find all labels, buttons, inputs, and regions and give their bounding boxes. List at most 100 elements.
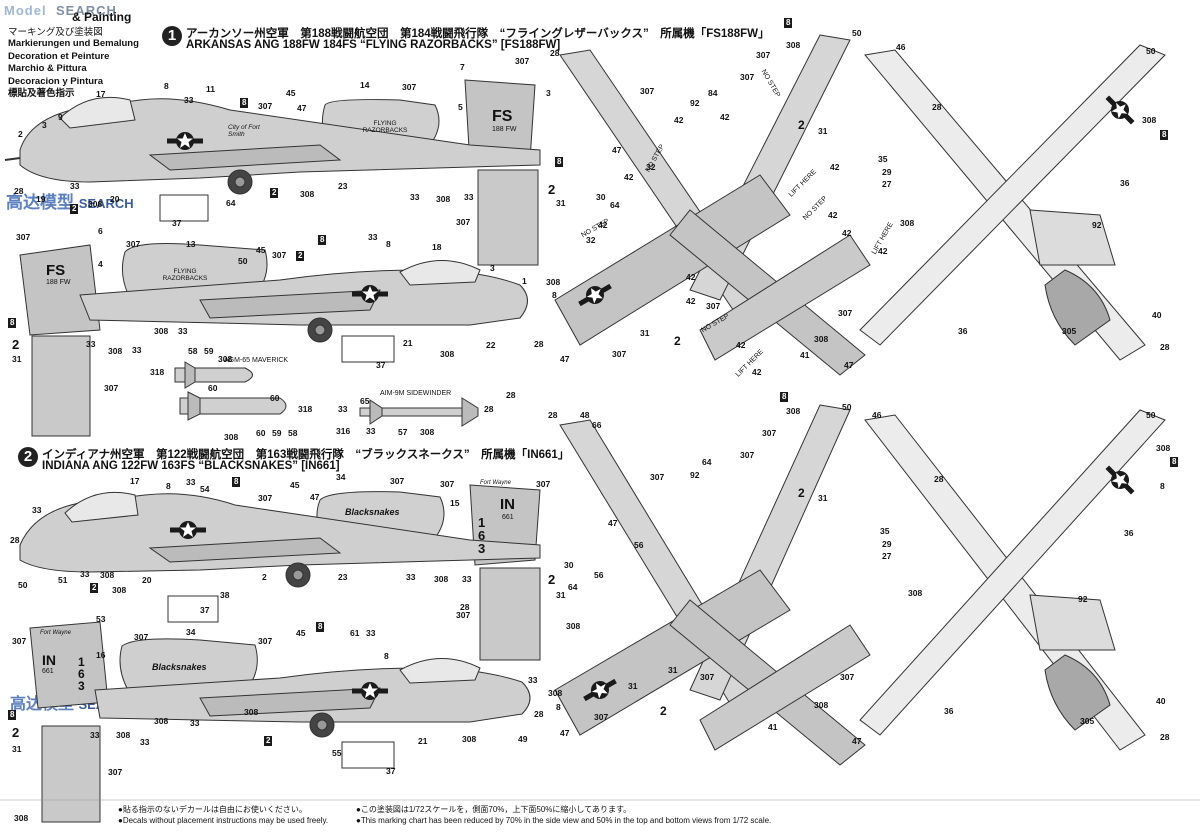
callout: 28 <box>1160 342 1170 352</box>
callout: 42 <box>720 112 730 122</box>
footer-note-right-jp: ●この塗装図は1/72スケールを，側面70%，上下面50%に縮小してあります。 <box>356 805 632 814</box>
callout: 28 <box>534 709 544 719</box>
decal-number: 8 <box>8 710 17 720</box>
callout: 308 <box>436 194 451 204</box>
callout: 50 <box>1146 46 1156 56</box>
callout: 307 <box>272 250 287 260</box>
callout: 33 <box>132 345 142 355</box>
s2-tail-top-right: Fort Wayne <box>40 630 71 636</box>
decal-number: 8 <box>232 477 241 487</box>
callout: 21 <box>403 338 413 348</box>
callout: 33 <box>462 574 472 584</box>
callout: 5 <box>458 102 463 112</box>
decal-number: 8 <box>316 622 325 632</box>
callout: 18 <box>432 242 442 252</box>
callout: 48 <box>580 410 590 420</box>
callout: 8 <box>166 481 171 491</box>
callout: 92 <box>690 98 700 108</box>
callout: 51 <box>58 575 68 585</box>
callout: 42 <box>598 220 608 230</box>
callout: 33 <box>140 737 150 747</box>
language-line: Marchio & Pittura <box>8 63 87 74</box>
callout: 33 <box>464 192 474 202</box>
callout: 29 <box>882 167 892 177</box>
callout: 307 <box>104 383 119 393</box>
callout: 308 <box>548 688 563 698</box>
callout: 17 <box>96 89 106 99</box>
callout: 28 <box>1160 732 1170 742</box>
callout: 50 <box>238 256 248 266</box>
s1-tail-sub-right: 188 FW <box>46 279 71 286</box>
callout: 3 <box>42 120 47 130</box>
section2-number: 2 <box>18 447 38 467</box>
callout: 36 <box>1120 178 1130 188</box>
callout: 308 <box>814 700 829 710</box>
section1-title-jp: アーカンソー州空軍 第188戦闘航空団 第184戦闘飛行隊 “フライングレザーバ… <box>186 28 770 40</box>
callout: 308 <box>440 349 455 359</box>
s1-side-view-left <box>4 79 541 195</box>
callout: 42 <box>686 272 696 282</box>
callout: 308 <box>112 585 127 595</box>
callout: 33 <box>178 326 188 336</box>
callout: 35 <box>878 154 888 164</box>
callout: 307 <box>108 767 123 777</box>
footer-note-right-en: ●This marking chart has been reduced by … <box>356 816 772 825</box>
callout: 2 <box>674 334 681 348</box>
header-title-partial: & Painting <box>72 10 132 24</box>
callout: 84 <box>708 88 718 98</box>
callout: 59 <box>272 428 282 438</box>
s2-engine-text: Blacksnakes <box>345 507 400 517</box>
callout: 307 <box>640 86 655 96</box>
callout: 64 <box>568 582 578 592</box>
callout: 308 <box>908 588 923 598</box>
callout: 28 <box>550 48 560 58</box>
callout: 307 <box>612 349 627 359</box>
callout: 57 <box>398 427 408 437</box>
callout: 60 <box>256 428 266 438</box>
callout: 33 <box>32 505 42 515</box>
callout: 305 <box>1062 326 1077 336</box>
maverick-label: AGM-65 MAVERICK <box>224 357 289 364</box>
callout: 37 <box>376 360 386 370</box>
callout: 307 <box>740 450 755 460</box>
s1-tail-code-right: FS <box>46 262 66 279</box>
callout: 33 <box>410 192 420 202</box>
callout: 42 <box>752 367 762 377</box>
callout: 31 <box>12 744 22 754</box>
callout: 307 <box>700 672 715 682</box>
callout: 42 <box>830 162 840 172</box>
callout: 60 <box>270 393 280 403</box>
watermark-sub-top: 高达模型 SEARCH <box>6 188 134 213</box>
callout: 32 <box>646 162 656 172</box>
callout: 47 <box>310 492 320 502</box>
callout: 50 <box>1146 410 1156 420</box>
callout: 308 <box>14 813 29 823</box>
callout: 308 <box>100 570 115 580</box>
callout: 308 <box>566 621 581 631</box>
decal-number: 2 <box>264 736 273 746</box>
s2-bottom-view <box>859 409 1166 751</box>
language-line: Decoration et Peinture <box>8 50 110 62</box>
callout: 6 <box>98 226 103 236</box>
callout: 307 <box>594 712 609 722</box>
callout: 42 <box>686 296 696 306</box>
callout: 22 <box>486 340 496 350</box>
callout: 28 <box>10 535 20 545</box>
callout: 307 <box>440 479 455 489</box>
callout: 8 <box>164 81 169 91</box>
footer-note-left-en: ●Decals without placement instructions m… <box>118 816 329 825</box>
callout: 66 <box>592 420 602 430</box>
callout: 55 <box>332 748 342 758</box>
callout: 8 <box>552 290 557 300</box>
callout: 40 <box>1152 310 1162 320</box>
callout: 307 <box>134 632 149 642</box>
s2-tail-vertical: 163 <box>478 515 486 556</box>
callout: 64 <box>610 200 620 210</box>
callout: 31 <box>668 665 678 675</box>
section2-title-en: INDIANA ANG 122FW 163FS “BLACKSNAKES” [I… <box>42 460 340 472</box>
decal-number: 8 <box>1160 130 1169 140</box>
callout: 28 <box>460 602 470 612</box>
callout: 33 <box>86 339 96 349</box>
decal-number: 8 <box>240 98 249 108</box>
s2-tail-sub-right: 661 <box>42 668 54 675</box>
